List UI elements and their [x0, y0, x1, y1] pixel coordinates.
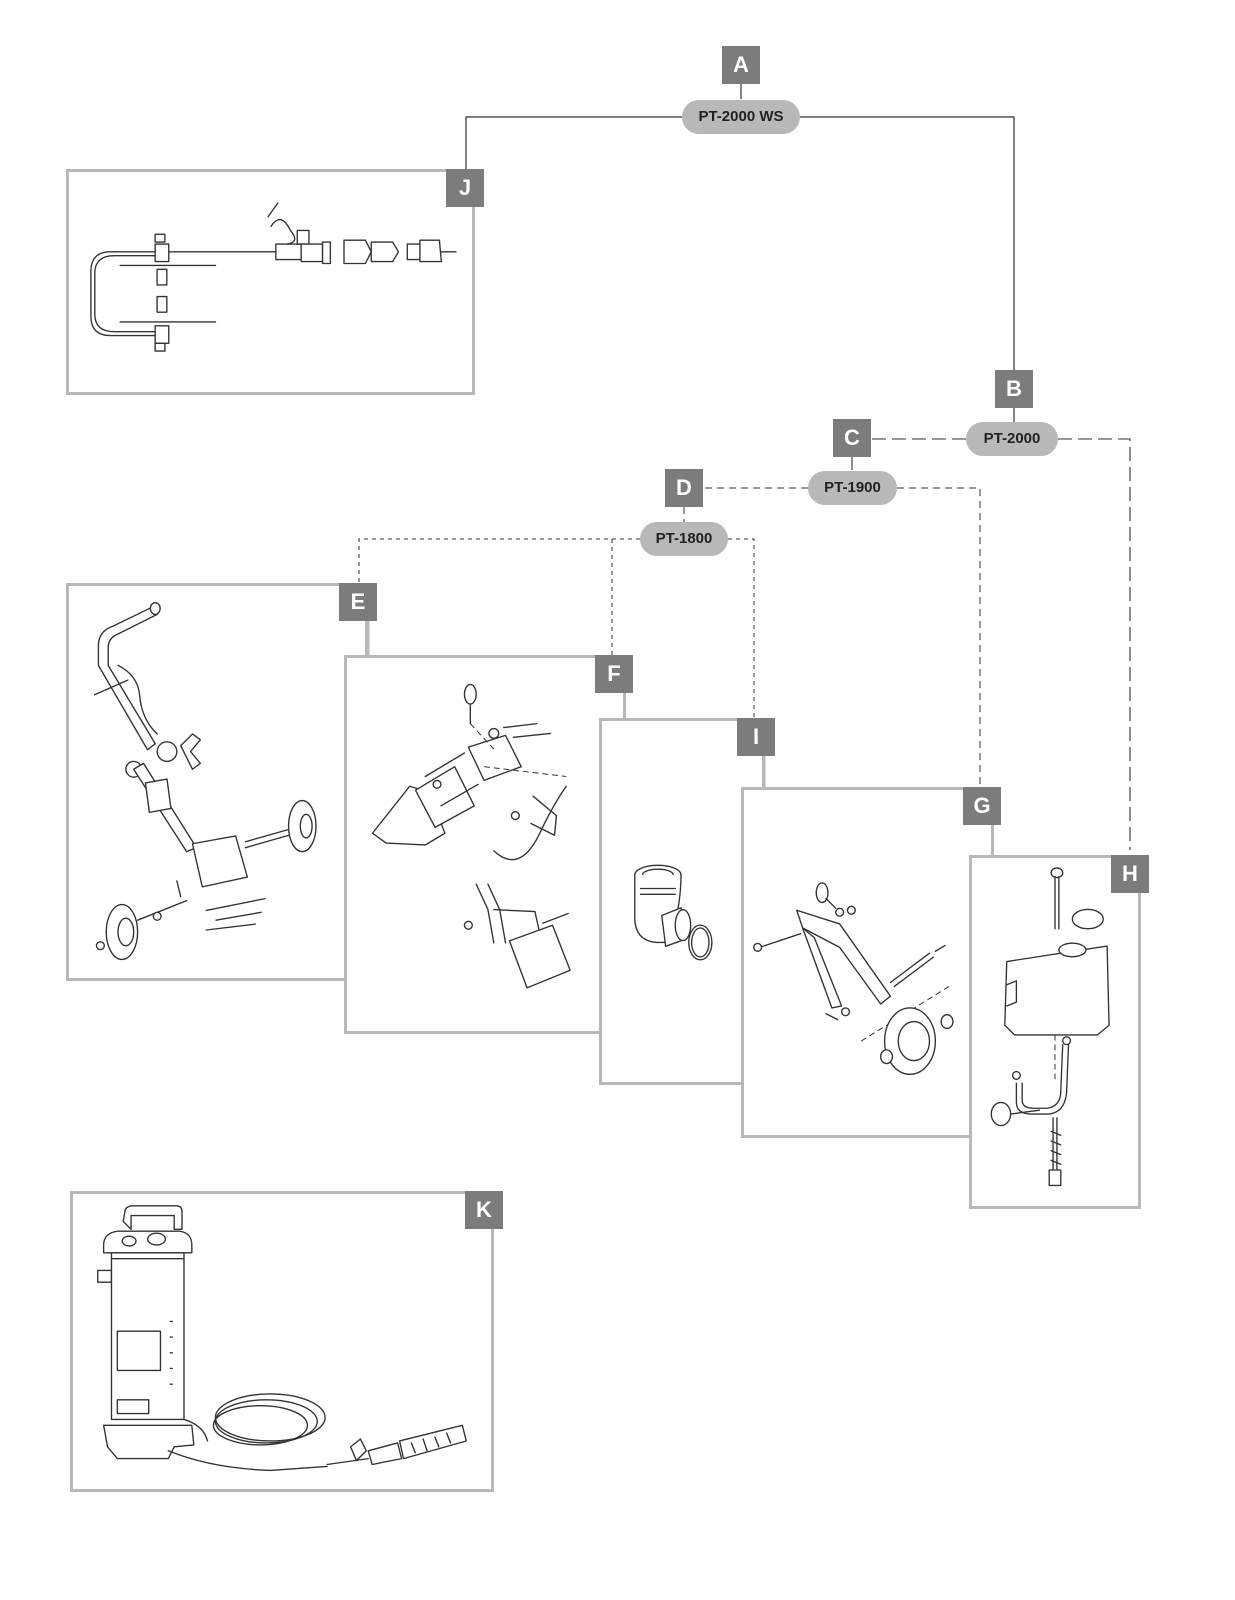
tag-e: E — [339, 583, 377, 621]
hose-valve-kit-illustration — [90, 202, 457, 352]
tag-j: J — [446, 169, 484, 207]
wheel-kit-illustration — [753, 882, 954, 1075]
tag-f: F — [595, 655, 633, 693]
model-pill-pt-1900: PT-1900 — [808, 471, 897, 505]
tag-b: B — [995, 370, 1033, 408]
pressure-water-tank-illustration — [97, 1205, 467, 1472]
tag-i: I — [737, 718, 775, 756]
panel-j-hose-valve-kit: J — [66, 169, 484, 395]
bracket-kit-illustration — [371, 683, 571, 989]
tag-k: K — [465, 1191, 503, 1229]
panel-h-tank-kit: H — [969, 855, 1149, 1209]
panel-k-pressure-water-tank: K — [70, 1191, 503, 1492]
elbow-fitting-illustration — [634, 864, 713, 961]
tag-c: C — [833, 419, 871, 457]
panel-f-bracket-kit: F — [344, 655, 633, 1034]
panel-i-elbow-fitting: I — [599, 718, 775, 1085]
panel-e-trolley-kit: E — [66, 583, 377, 981]
tag-h: H — [1111, 855, 1149, 893]
trolley-kit-illustration — [93, 601, 317, 961]
model-pill-pt-2000-ws: PT-2000 WS — [682, 100, 800, 134]
model-pill-pt-2000: PT-2000 — [966, 422, 1058, 456]
tank-kit-illustration — [990, 867, 1110, 1187]
tag-a: A — [722, 46, 760, 84]
panel-g-wheel-kit: G — [741, 787, 1001, 1138]
model-pill-pt-1800: PT-1800 — [640, 522, 728, 556]
tag-d: D — [665, 469, 703, 507]
tag-g: G — [963, 787, 1001, 825]
